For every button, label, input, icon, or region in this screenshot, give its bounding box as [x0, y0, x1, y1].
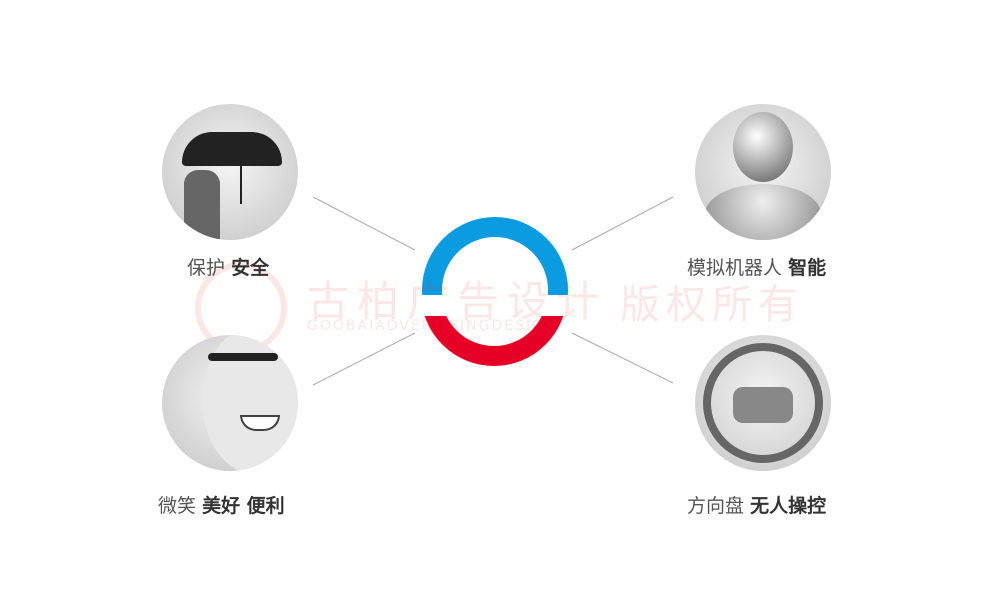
feature-label-steering: 方向盘 无人操控 — [687, 495, 827, 517]
feature-label-intelligence: 模拟机器人 智能 — [687, 257, 827, 279]
steering-wheel-photo — [695, 335, 831, 471]
connector-line — [571, 332, 674, 384]
smiling-man-smart-glasses-photo — [162, 335, 298, 471]
connector-line — [312, 332, 416, 386]
logo-top-arc — [422, 217, 568, 295]
logo-bottom-arc — [424, 316, 564, 366]
connector-line — [312, 196, 416, 251]
connector-line — [571, 196, 674, 251]
man-with-umbrella-photo — [162, 104, 298, 240]
feature-label-safety: 保护 安全 — [187, 257, 270, 279]
feature-label-smile: 微笑 美好 便利 — [158, 495, 285, 517]
robot-head-photo — [695, 104, 831, 240]
